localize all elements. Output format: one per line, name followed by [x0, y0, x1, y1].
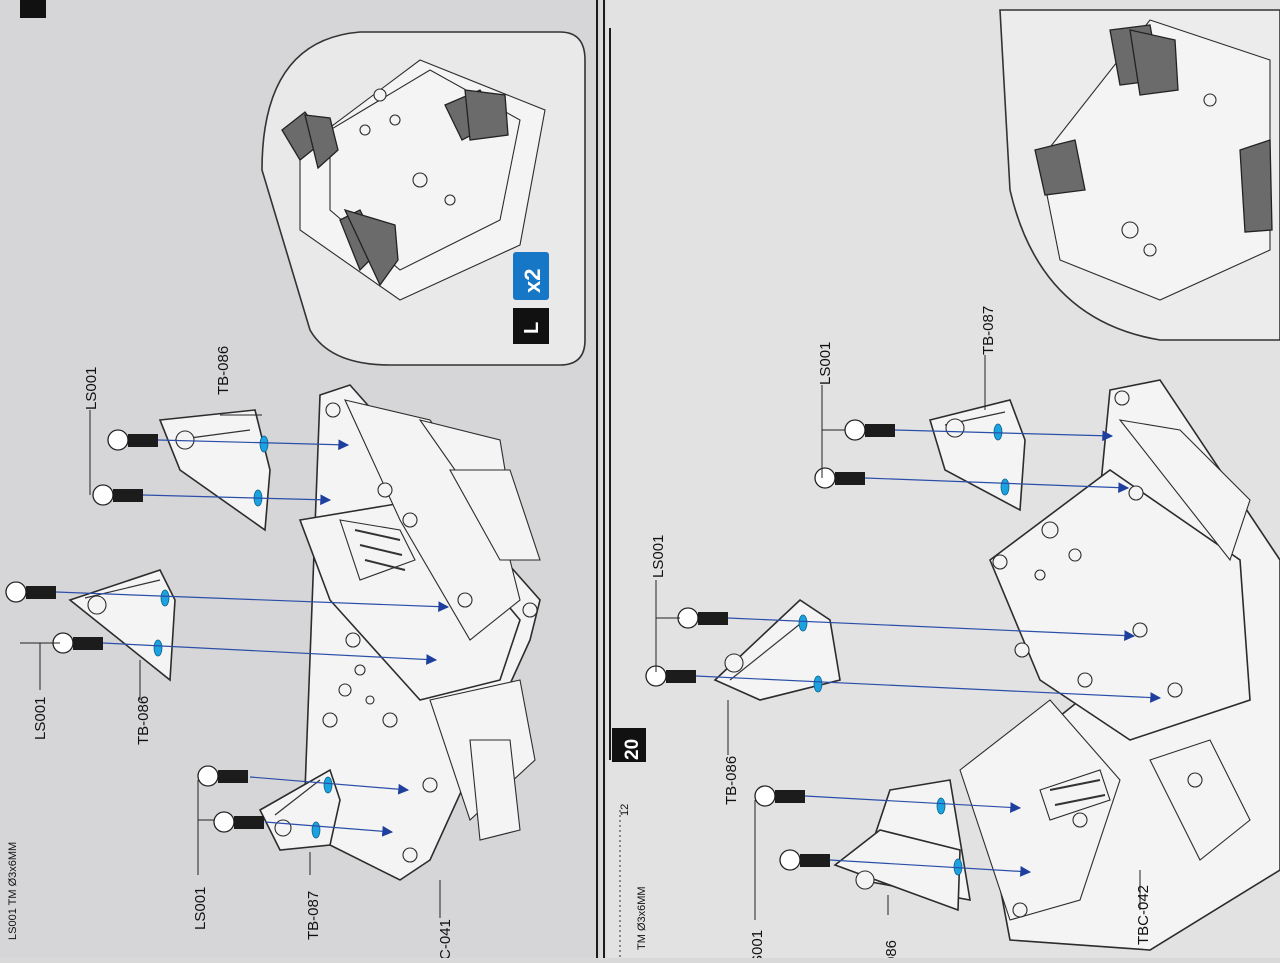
step19-arrows [55, 439, 450, 837]
label-s001: S001 [749, 930, 766, 958]
step20-arrows [695, 429, 1162, 877]
step20-main-assembly [959, 379, 1280, 951]
step19-labels: C-041 TB-087 LS001 LS001 TB-086 TB-086 L… [20, 346, 454, 960]
step20-bracket-tb086-a [713, 598, 841, 701]
step20-labels: S001 086 TB-086 LS001 LS001 TB-087 TBC-0… [650, 306, 1152, 963]
label-ls001-b-20: LS001 [817, 342, 834, 385]
count-badge-text: x2 [520, 269, 545, 293]
side-badge-text: L [521, 322, 543, 334]
step19-inset: L x2 [261, 31, 586, 366]
label-tbc042: TBC-042 [1135, 885, 1152, 945]
label-ls001-a-20: LS001 [650, 535, 667, 578]
dotted-ref-number-b: 12 [619, 804, 631, 816]
label-tb086-b: TB-086 [215, 346, 232, 395]
step19-bracket-tb086-b [158, 409, 271, 532]
label-tb087: TB-087 [305, 891, 322, 940]
step19-bracket-tb086-a [68, 569, 176, 682]
label-ls001-b: LS001 [32, 697, 49, 740]
label-tb087-20: TB-087 [980, 306, 997, 355]
header-left-text: LS001 TM Ø3x6MM [7, 842, 19, 940]
step19-main-assembly [298, 384, 541, 881]
label-tb086: TB-086 [723, 756, 740, 805]
step20-inset [999, 9, 1280, 341]
footer-left-text-b: TM Ø3x6MM [636, 886, 648, 950]
label-ls001-a: LS001 [192, 887, 209, 930]
label-c041: C-041 [437, 919, 454, 958]
step20-number: 20 [622, 739, 643, 760]
step20-number-box [612, 728, 646, 762]
label-ls001-c: LS001 [83, 367, 100, 410]
step20-screws [645, 419, 895, 871]
label-tb086-a: TB-086 [135, 696, 152, 745]
label-086: 086 [883, 940, 900, 958]
step20-bracket-tb086-b [833, 779, 971, 912]
step19-number-box [20, 0, 46, 18]
count-badge [513, 252, 549, 300]
side-badge [513, 308, 549, 344]
step19-screws [5, 429, 264, 833]
